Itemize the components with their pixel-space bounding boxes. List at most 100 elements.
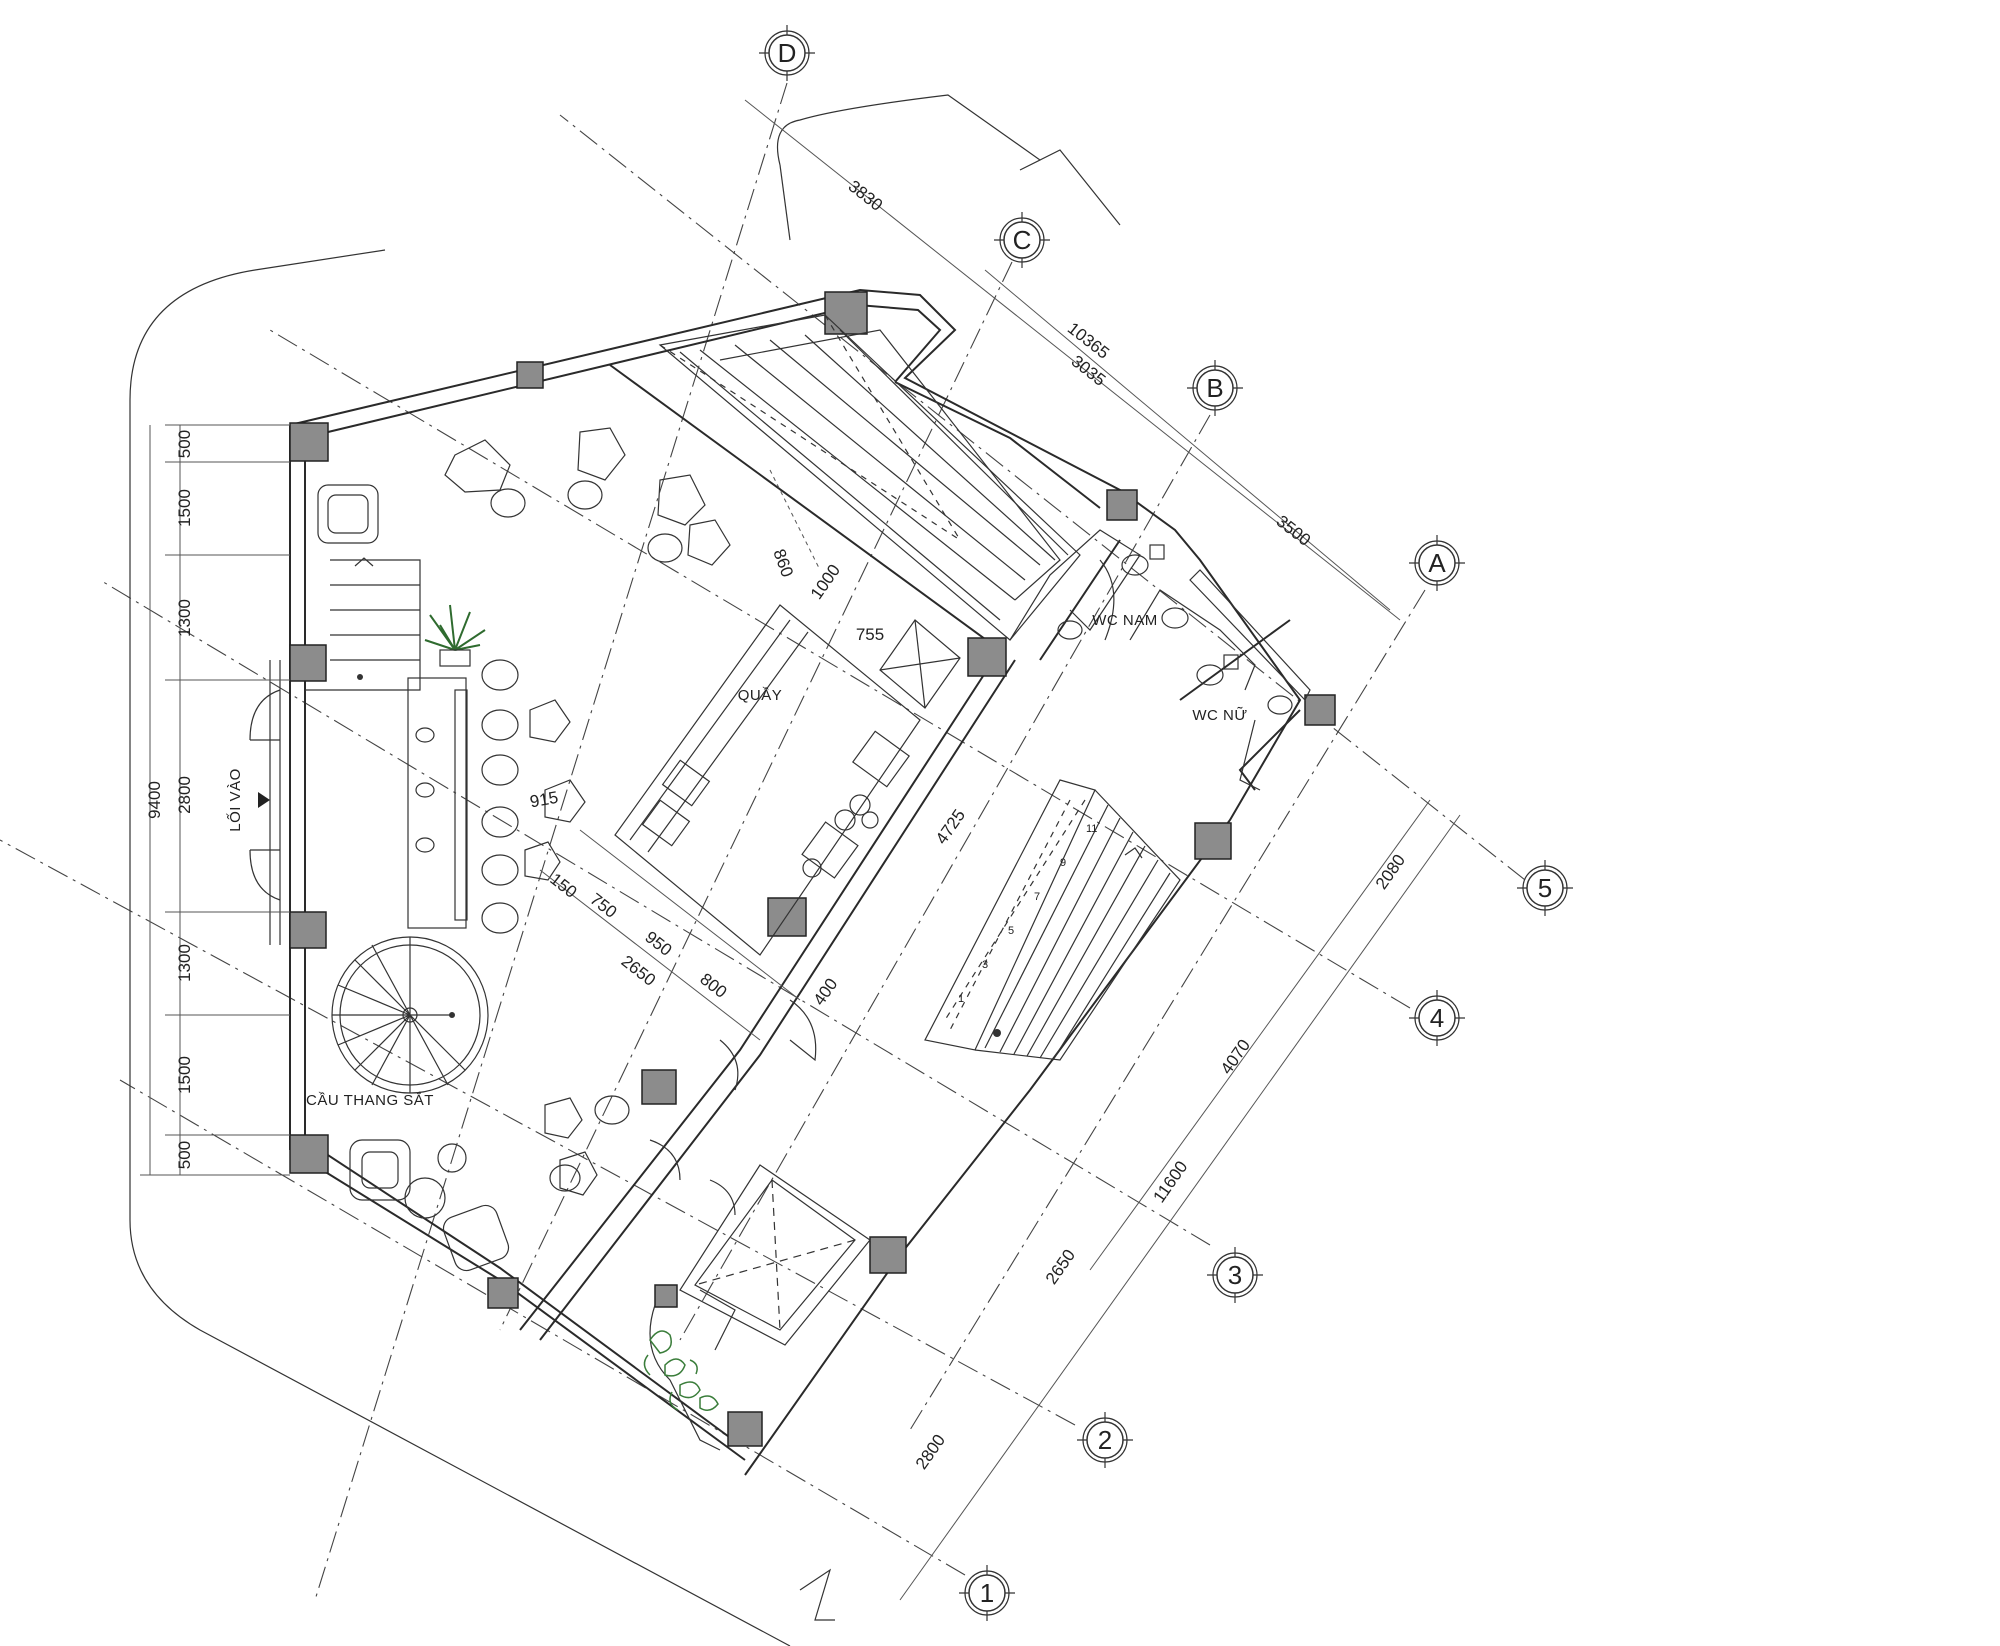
chair xyxy=(481,709,519,741)
axis-bubbles: D C B A 5 xyxy=(759,25,1573,1621)
chair xyxy=(490,488,526,518)
planter-plant-icon xyxy=(643,1330,719,1411)
armchair xyxy=(442,1204,510,1272)
axis-line-4 xyxy=(269,329,1411,1009)
axis-label-4: 4 xyxy=(1430,1003,1444,1033)
dimension-label: 755 xyxy=(856,625,884,644)
table xyxy=(687,519,731,566)
wc-male-label: WC NAM xyxy=(1092,612,1158,629)
column xyxy=(641,1069,677,1105)
cafe-furniture-bottom xyxy=(349,1095,630,1272)
door-swing xyxy=(649,1139,681,1181)
spiral-stair-label: CẦU THANG SẮT xyxy=(306,1091,434,1109)
elevator-shaft xyxy=(649,1164,871,1451)
entrance-door-swing xyxy=(249,689,281,741)
dimension-total: 9400 xyxy=(145,781,164,819)
axis-bubble-d: D xyxy=(759,25,815,81)
table xyxy=(544,1097,583,1139)
counter-area: QUẦY xyxy=(614,604,961,956)
column xyxy=(289,422,329,462)
axis-bubble-b: B xyxy=(1187,360,1243,416)
chair xyxy=(481,659,519,691)
sink-icon xyxy=(1161,607,1189,629)
dimension-label: 4725 xyxy=(932,806,969,848)
table xyxy=(524,841,561,881)
building-walls xyxy=(289,288,1302,1476)
dimension-label: 1500 xyxy=(175,489,194,527)
table xyxy=(437,1143,467,1173)
table xyxy=(404,1177,446,1219)
grid-lines xyxy=(0,82,1526,1601)
stair-step-number: 11 xyxy=(1086,823,1097,835)
column xyxy=(487,1277,519,1309)
chair xyxy=(647,533,683,563)
appliance-icon xyxy=(852,730,910,788)
wc-female-label: WC NỮ xyxy=(1192,707,1247,724)
axis-bubble-a: A xyxy=(1409,535,1465,591)
table xyxy=(529,699,571,743)
columns xyxy=(289,291,1336,1447)
dimension-label: 11600 xyxy=(1150,1158,1192,1207)
armchair xyxy=(349,1139,411,1201)
chair xyxy=(567,480,603,510)
stair-step-number: 3 xyxy=(982,959,988,971)
column xyxy=(516,361,544,389)
column xyxy=(727,1411,763,1447)
sink-icon xyxy=(641,799,691,847)
door-swing xyxy=(719,1039,739,1091)
entrance-label: LỐI VÀO xyxy=(226,768,244,832)
spiral-stair: CẦU THANG SẮT xyxy=(306,936,489,1109)
axis-line-b xyxy=(679,414,1211,1341)
entrance-arrow-icon xyxy=(258,792,270,808)
dimension-label: 1300 xyxy=(175,944,194,982)
bench xyxy=(407,677,467,929)
axis-line-1 xyxy=(119,1079,966,1576)
axis-line-d xyxy=(314,82,788,1601)
sink-icon xyxy=(1267,695,1293,715)
axis-bubble-5: 5 xyxy=(1517,860,1573,916)
axis-label-1: 1 xyxy=(980,1578,994,1608)
dimension-label: 10365 xyxy=(1064,319,1113,363)
column xyxy=(1106,489,1138,521)
table xyxy=(544,779,586,823)
axis-line-2 xyxy=(0,839,1076,1426)
dimension-right: 2080 4070 11600 2650 2800 xyxy=(899,799,1461,1601)
dimension-label: 500 xyxy=(175,430,194,458)
entrance: LỐI VÀO xyxy=(226,660,281,945)
bar-seating xyxy=(407,604,586,934)
chair xyxy=(481,806,519,838)
hatched-skylight xyxy=(658,314,1081,641)
door-swing xyxy=(789,999,817,1062)
axis-bubble-2: 2 xyxy=(1077,1412,1133,1468)
stair-step-number: 7 xyxy=(1034,891,1040,903)
dimension-left: 500 1500 1300 2800 1300 1500 500 9400 xyxy=(140,424,290,1176)
sink-icon xyxy=(1057,620,1083,640)
dimension-label: 750 xyxy=(586,889,620,921)
toilet-icon xyxy=(1196,664,1224,686)
chair xyxy=(481,902,519,934)
axis-bubble-c: C xyxy=(994,212,1050,268)
dimension-label: 2800 xyxy=(912,1431,949,1473)
cafe-furniture-top xyxy=(305,427,731,691)
axis-label-5: 5 xyxy=(1538,873,1552,903)
armchair-seat xyxy=(327,494,369,534)
dimension-counter: 150 750 950 2650 800 860 1000 755 915 47… xyxy=(528,469,969,1041)
table xyxy=(577,427,626,481)
dimension-label: 3830 xyxy=(845,177,887,215)
dimension-label: 4070 xyxy=(1217,1036,1254,1078)
dimension-label: 1000 xyxy=(807,561,844,603)
site-outline xyxy=(129,94,1121,1646)
dimension-label: 2800 xyxy=(175,776,194,814)
toilet-icon xyxy=(1121,554,1149,576)
dimension-label: 860 xyxy=(769,547,797,580)
axis-label-c: C xyxy=(1013,225,1032,255)
chair xyxy=(549,1164,581,1192)
stair-step-number: 9 xyxy=(1060,857,1066,869)
column xyxy=(767,897,807,937)
dimension-label: 3500 xyxy=(1273,512,1315,550)
axis-label-3: 3 xyxy=(1228,1260,1242,1290)
plant-icon xyxy=(424,604,486,667)
entrance-door-swing xyxy=(249,849,281,901)
axis-label-d: D xyxy=(778,38,797,68)
axis-line-c xyxy=(499,261,1013,1331)
